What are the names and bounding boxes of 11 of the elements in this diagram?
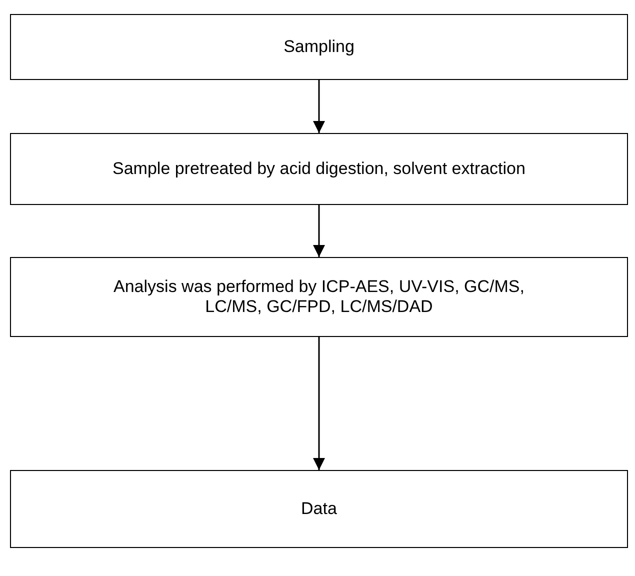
process-box bbox=[10, 14, 628, 80]
process-box bbox=[10, 257, 628, 337]
step-text: Sampling bbox=[284, 37, 354, 57]
process-box bbox=[10, 133, 628, 205]
step-text: Sample pretreated by acid digestion, solvent extraction bbox=[112, 159, 526, 179]
arrow bbox=[313, 337, 325, 470]
step-text: Data bbox=[301, 499, 337, 519]
step-text: Analysis was performed by ICP-AES, UV-VIS, GC/MS, LC/MS, GC/FPD, LC/MS/DAD bbox=[112, 277, 526, 317]
arrow bbox=[313, 80, 325, 133]
arrow bbox=[313, 205, 325, 257]
process-box bbox=[10, 470, 628, 548]
